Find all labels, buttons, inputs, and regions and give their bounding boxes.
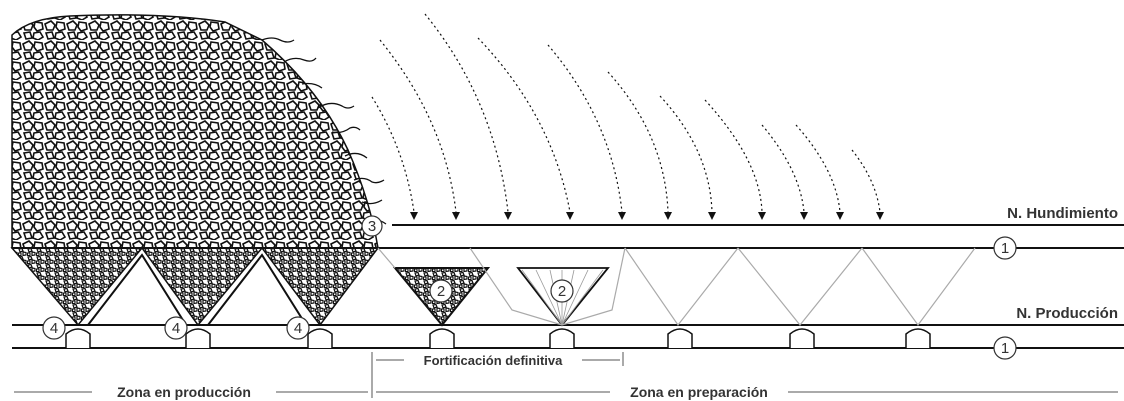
svg-text:1: 1 bbox=[1001, 240, 1009, 257]
level-label-hundimiento: N. Hundimiento bbox=[1007, 205, 1118, 222]
svg-text:1: 1 bbox=[1001, 340, 1009, 357]
production-drawbells bbox=[10, 247, 380, 327]
marker-1-top: 1 bbox=[990, 236, 1020, 260]
zone-produccion-label: Zona en producción bbox=[117, 384, 251, 400]
marker-2-filled: 2 bbox=[429, 279, 453, 303]
svg-text:2: 2 bbox=[558, 283, 566, 300]
level-lines bbox=[12, 224, 1124, 349]
marker-2-fan: 2 bbox=[550, 279, 574, 303]
fortificacion-bracket bbox=[371, 352, 624, 398]
fortificacion-label: Fortificación definitiva bbox=[424, 353, 563, 368]
svg-text:2: 2 bbox=[437, 283, 445, 300]
production-drifts bbox=[65, 328, 931, 348]
svg-text:4: 4 bbox=[294, 320, 302, 337]
caved-rock-mass bbox=[11, 14, 379, 249]
marker-4-b: 4 bbox=[164, 316, 188, 340]
stress-arrowheads bbox=[410, 212, 884, 220]
svg-text:3: 3 bbox=[368, 218, 376, 235]
planned-drawbells bbox=[377, 247, 976, 327]
level-label-produccion: N. Producción bbox=[1016, 305, 1118, 322]
marker-4-c: 4 bbox=[286, 316, 310, 340]
marker-3: 3 bbox=[361, 215, 383, 237]
svg-text:4: 4 bbox=[172, 320, 180, 337]
zone-preparacion-label: Zona en preparación bbox=[630, 384, 768, 400]
stress-arrows bbox=[371, 13, 881, 213]
svg-text:4: 4 bbox=[50, 320, 58, 337]
marker-4-a: 4 bbox=[42, 316, 66, 340]
marker-1-bottom: 1 bbox=[993, 336, 1017, 360]
